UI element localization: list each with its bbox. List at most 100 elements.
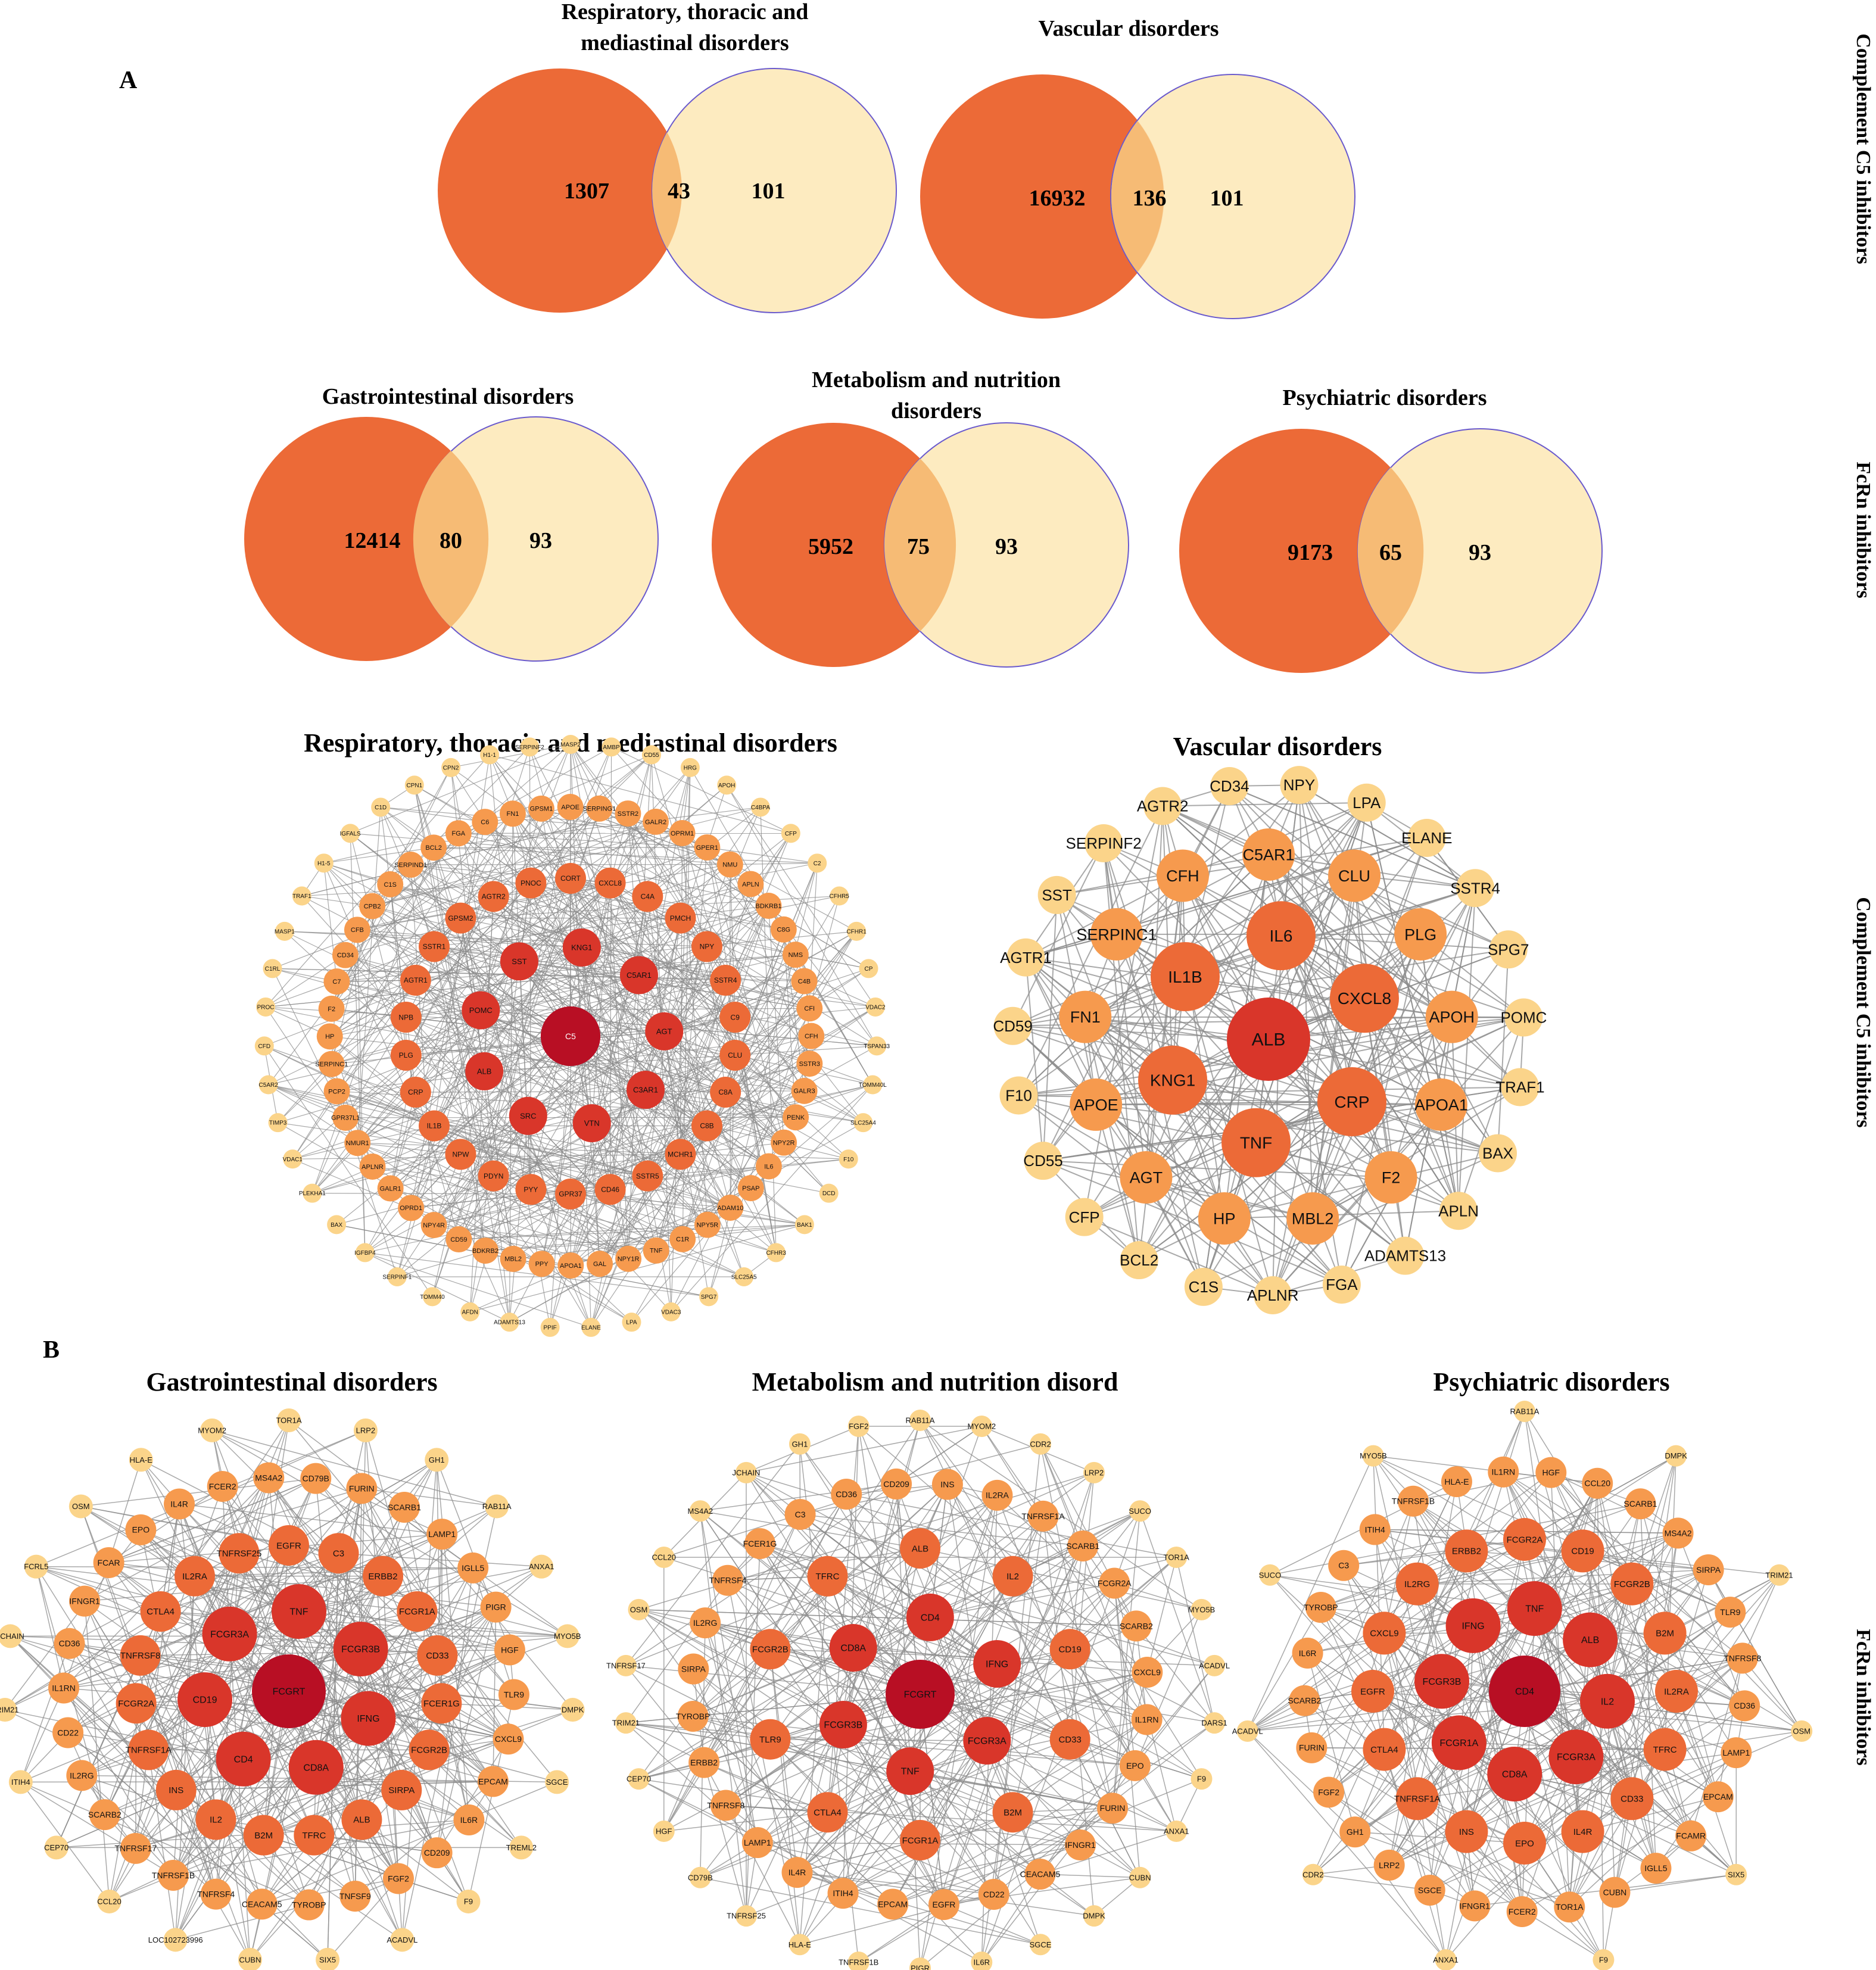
venn-left-circle [438, 68, 682, 313]
network-node: CD59 [445, 1226, 472, 1253]
network-edge [1328, 1791, 1604, 1960]
network-node-label: ANXA1 [529, 1562, 554, 1571]
network-edge [1116, 933, 1365, 999]
network-node-label: CPN2 [443, 765, 459, 771]
network-edge [1311, 1472, 1551, 1748]
network-node: CD34 [332, 942, 359, 968]
network-node-circle [54, 1628, 85, 1659]
network-node: LPA [1347, 783, 1386, 822]
network-node-label: DMPK [562, 1706, 584, 1715]
network-node: CLU [1328, 849, 1381, 902]
network-node: C5AR2 [259, 1075, 279, 1095]
network-node-label: GH1 [792, 1439, 808, 1448]
network-node: FCGR3A [963, 1717, 1011, 1765]
network-metabolism: FCGRTCD4IFNGFCGR3ATNFFCGR3BCD8AALBIL2CD1… [606, 1410, 1230, 1970]
network-node-circle [485, 1494, 509, 1519]
network-node-circle [619, 956, 658, 995]
network-edge [361, 1819, 403, 1940]
network-node-circle [465, 1052, 504, 1090]
network-node-label: CD19 [1058, 1645, 1081, 1655]
network-node-circle [993, 1006, 1032, 1045]
network-node-circle [253, 1462, 285, 1494]
network-node: MBL2 [500, 1245, 526, 1272]
network-node-label: TYROBP [1304, 1603, 1338, 1612]
network-node-circle [781, 1857, 813, 1888]
network-edge [671, 1084, 873, 1313]
network-node-circle [400, 965, 431, 996]
network-node-circle [219, 1533, 260, 1574]
network-edge [489, 754, 791, 834]
network-node: KNG1 [562, 928, 601, 967]
network-node: CD8A [829, 1623, 877, 1672]
network-node-circle [494, 1634, 525, 1666]
network-edge [211, 1430, 497, 1507]
network-node: CD36 [54, 1628, 85, 1659]
network-node-label: IL4R [170, 1499, 188, 1508]
network-node: TFRC [807, 1556, 848, 1597]
network-edge [268, 980, 726, 1086]
network-node: VDAC2 [865, 997, 886, 1017]
network-edge [1268, 854, 1521, 1088]
network-node-circle [1156, 849, 1209, 902]
network-node-circle [1506, 1896, 1538, 1927]
network-node: TFRC [1643, 1728, 1687, 1771]
network-node: SSTR5 [632, 1160, 663, 1192]
network-node-circle [1286, 1192, 1339, 1245]
network-node: SERPIND1 [394, 852, 427, 878]
network-node: TNF [1221, 1108, 1291, 1177]
network-edge [1162, 805, 1421, 935]
network-node: CRP [400, 1076, 431, 1108]
network-node: PLG [390, 1039, 422, 1071]
network-edge [706, 847, 784, 1143]
network-node-circle [1204, 1712, 1226, 1734]
network-node: OSM [628, 1598, 650, 1620]
network-node-label: CLU [728, 1051, 742, 1059]
network-node-circle [93, 1547, 124, 1578]
network-edge [1103, 843, 1225, 1219]
network-edge [243, 1759, 469, 1821]
network-node-label: FCER2 [209, 1482, 236, 1491]
network-node-circle [540, 1317, 560, 1337]
network-node-label: TOMM40 [420, 1294, 445, 1301]
network-node-circle [128, 1729, 169, 1770]
network-node-label: SERPINF2 [515, 744, 544, 751]
network-node-circle [1030, 1433, 1052, 1455]
network-node-circle [867, 1036, 887, 1056]
network-node-circle [256, 997, 276, 1017]
network-node-label: FCGR2B [411, 1745, 447, 1756]
network-node: SST [500, 942, 538, 981]
network-node-label: IL1RN [52, 1683, 76, 1692]
network-node-circle [1059, 990, 1112, 1043]
network-node-label: C1RL [265, 966, 281, 972]
network-node-circle [363, 1556, 404, 1597]
network-edge [799, 1740, 987, 1945]
network-edge [509, 1115, 529, 1323]
network-node-circle [0, 1698, 17, 1722]
network-node-label: C5AR2 [259, 1082, 279, 1089]
network-node-circle [1027, 1500, 1059, 1532]
network-node: APOA1 [557, 1252, 584, 1279]
network-node-label: CEACAM5 [242, 1899, 282, 1909]
network-node-circle [847, 1951, 870, 1970]
network-node-circle [669, 1226, 696, 1252]
network-node-circle [445, 1226, 472, 1253]
network-node-label: CUBN [239, 1955, 261, 1964]
network-edge [1070, 1648, 1177, 1832]
network-node: CD36 [831, 1479, 862, 1510]
network-node-label: TNFRSF17 [114, 1844, 157, 1853]
network-edge [288, 1545, 494, 1782]
network-node: IL4R [1561, 1810, 1604, 1853]
network-node-circle [457, 1552, 489, 1584]
network-edge [1298, 784, 1353, 1102]
network-node: TOMM40L [859, 1075, 887, 1095]
network-node: FCGR1A [397, 1591, 438, 1632]
network-edge [1162, 805, 1365, 999]
network-node: MASP1 [275, 921, 295, 941]
network-node-label: OSM [72, 1502, 90, 1511]
network-node-circle [615, 800, 641, 827]
network-edges [264, 744, 877, 1328]
network-node: GPER1 [694, 834, 721, 861]
network-edge [799, 1894, 994, 1945]
network-edge [135, 1504, 180, 1849]
network-edge [1040, 1831, 1177, 1875]
